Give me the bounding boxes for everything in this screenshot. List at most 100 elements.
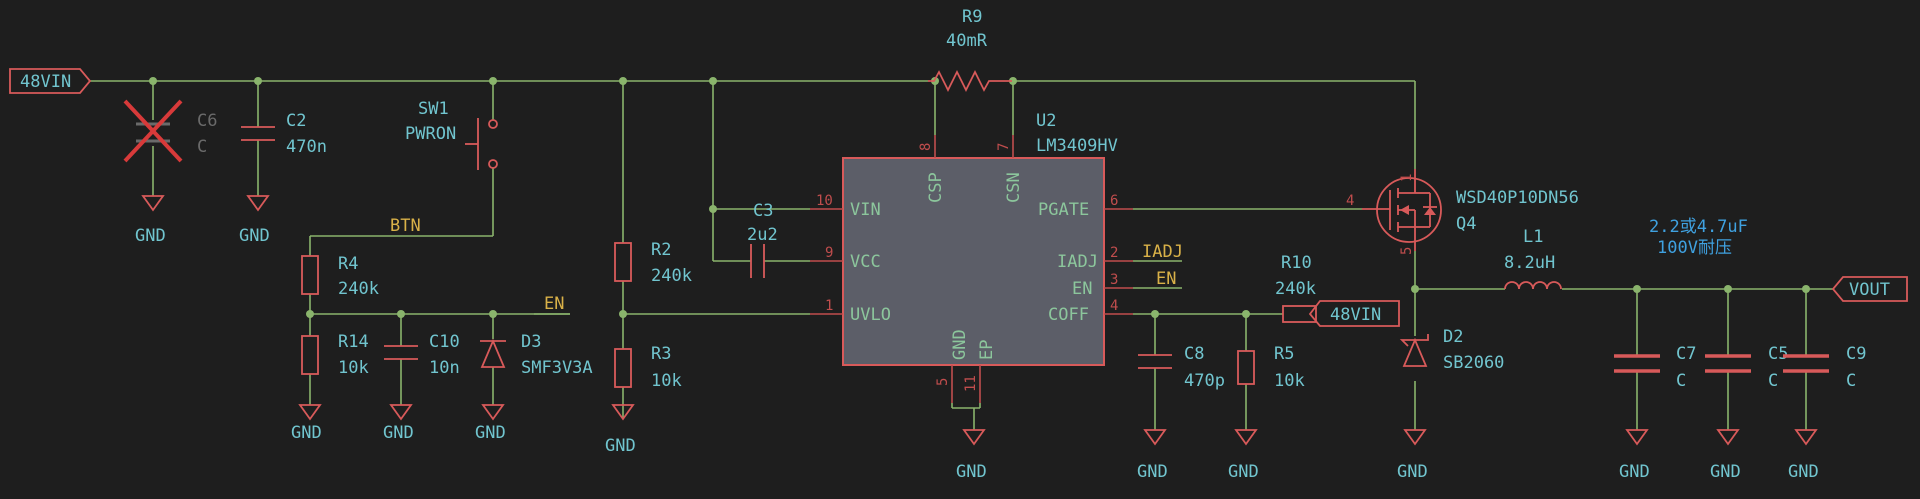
- gnd-label: GND: [1619, 462, 1650, 482]
- resistor-r14[interactable]: R14 10k: [301, 332, 369, 378]
- r10-value: 240k: [1275, 279, 1316, 299]
- u2-value: LM3409HV: [1036, 136, 1118, 156]
- q4-gate-pin: 4: [1346, 193, 1354, 209]
- capacitor-c9[interactable]: C9 C: [1783, 344, 1866, 391]
- gnd-labels: GND GND GND GND GND GND GND GND GND GND …: [135, 226, 1819, 482]
- port-48vin-r10[interactable]: 48VIN: [1308, 300, 1400, 327]
- sw1-ref: SW1: [418, 99, 449, 119]
- d2-value: SB2060: [1443, 353, 1504, 373]
- capacitor-c2[interactable]: C2 470n: [241, 111, 327, 157]
- output-cap-note: 2.2或4.7uF 100V耐压: [1649, 217, 1748, 258]
- q4-value: WSD40P10DN56: [1456, 188, 1579, 208]
- net-label-en-left: EN: [544, 294, 564, 314]
- gnd-label: GND: [1788, 462, 1819, 482]
- pin-vin-name: VIN: [850, 200, 881, 220]
- c9-ref: C9: [1846, 344, 1866, 364]
- gnd-label: GND: [956, 462, 987, 482]
- gnd-label: GND: [383, 423, 414, 443]
- pin-vin-num: 10: [816, 193, 833, 209]
- gnd-label: GND: [239, 226, 270, 246]
- pin-iadj-name: IADJ: [1057, 252, 1098, 272]
- inductor-l1[interactable]: L1 8.2uH: [1504, 227, 1562, 290]
- r5-value: 10k: [1274, 371, 1305, 391]
- port-vout[interactable]: VOUT: [1831, 276, 1908, 302]
- r4-value: 240k: [338, 279, 379, 299]
- gnd-label: GND: [291, 423, 322, 443]
- capacitor-c8[interactable]: C8 470p: [1138, 344, 1225, 391]
- diode-d2[interactable]: D2 SB2060: [1399, 327, 1504, 373]
- pin-csn-num: 7: [996, 143, 1012, 151]
- gnd-label: GND: [475, 423, 506, 443]
- q4-source-pin: 1: [1399, 174, 1415, 182]
- resistor-r4[interactable]: R4 240k: [301, 254, 379, 299]
- c8-value: 470p: [1184, 371, 1225, 391]
- pin-ep-num: 11: [963, 375, 979, 392]
- port-48vin-r10-label: 48VIN: [1330, 305, 1381, 325]
- r9-ref: R9: [962, 7, 982, 27]
- c6-ref: C6: [197, 111, 217, 131]
- gnd-label: GND: [1137, 462, 1168, 482]
- r3-ref: R3: [651, 344, 671, 364]
- net-labels: BTN EN IADJ EN: [390, 216, 1183, 314]
- pin-coff-num: 4: [1110, 298, 1118, 314]
- resistor-r3[interactable]: R3 10k: [614, 344, 682, 391]
- note-line-2: 100V耐压: [1657, 238, 1732, 258]
- pin-pgate-num: 6: [1110, 193, 1118, 209]
- u2-ref: U2: [1036, 111, 1056, 131]
- capacitor-c10[interactable]: C10 10n: [384, 332, 460, 378]
- r3-value: 10k: [651, 371, 682, 391]
- resistor-r5[interactable]: R5 10k: [1237, 344, 1305, 391]
- port-vout-label: VOUT: [1849, 280, 1890, 300]
- net-label-btn: BTN: [390, 216, 421, 236]
- pin-coff-name: COFF: [1048, 305, 1089, 325]
- c8-ref: C8: [1184, 344, 1204, 364]
- pin-vcc-num: 9: [825, 245, 833, 261]
- resistor-r10[interactable]: R10 240k: [1275, 253, 1317, 323]
- switch-sw1[interactable]: SW1 PWRON: [405, 99, 498, 170]
- r10-ref: R10: [1281, 253, 1312, 273]
- port-48vin-left[interactable]: 48VIN: [9, 68, 92, 94]
- junctions: [149, 77, 1810, 318]
- pin-ep-name: EP: [977, 340, 997, 360]
- resistor-r9[interactable]: R9 40mR: [928, 7, 1012, 93]
- d2-ref: D2: [1443, 327, 1463, 347]
- r14-ref: R14: [338, 332, 369, 352]
- c5-value: C: [1768, 371, 1778, 391]
- q4-drain-pin: 5: [1399, 247, 1415, 255]
- r2-ref: R2: [651, 240, 671, 260]
- pin-pgate-name: PGATE: [1038, 200, 1089, 220]
- q4-ref: Q4: [1456, 214, 1476, 234]
- c5-ref: C5: [1768, 344, 1788, 364]
- resistor-r2[interactable]: R2 240k: [614, 240, 692, 286]
- capacitor-c7-bank[interactable]: C7 C: [1614, 344, 1696, 391]
- gnd-label: GND: [1710, 462, 1741, 482]
- capacitor-c3[interactable]: C3 2u2: [747, 201, 778, 278]
- port-48vin-label: 48VIN: [20, 72, 71, 92]
- capacitor-c6-dnp[interactable]: C6 C: [123, 99, 217, 163]
- r14-value: 10k: [338, 358, 369, 378]
- note-line-1: 2.2或4.7uF: [1649, 217, 1748, 237]
- c3-ref: C3: [753, 201, 773, 221]
- mosfet-q4[interactable]: 4 1 5 WSD40P10DN56 Q4: [1346, 169, 1579, 255]
- diode-d3[interactable]: D3 SMF3V3A: [480, 332, 593, 378]
- sw1-value: PWRON: [405, 124, 456, 144]
- d3-value: SMF3V3A: [521, 358, 593, 378]
- capacitor-c7-second[interactable]: C5 C: [1705, 344, 1788, 391]
- pin-csp-num: 8: [918, 143, 934, 151]
- gnd-label: GND: [1397, 462, 1428, 482]
- net-label-iadj: IADJ: [1142, 242, 1183, 262]
- gnd-label: GND: [605, 436, 636, 456]
- pin-gnd-num: 5: [935, 378, 951, 386]
- c2-value: 470n: [286, 137, 327, 157]
- wires: [90, 80, 1833, 430]
- pin-csp-name: CSP: [926, 172, 946, 203]
- l1-ref: L1: [1523, 227, 1543, 247]
- c9-value: C: [1846, 371, 1856, 391]
- pin-gnd-name: GND: [950, 329, 970, 360]
- r5-ref: R5: [1274, 344, 1294, 364]
- c3-value: 2u2: [747, 225, 778, 245]
- c6-value: C: [197, 137, 207, 157]
- ic-u2[interactable]: U2 LM3409HV VIN VCC UVLO PGATE IADJ EN C…: [810, 111, 1133, 403]
- c2-ref: C2: [286, 111, 306, 131]
